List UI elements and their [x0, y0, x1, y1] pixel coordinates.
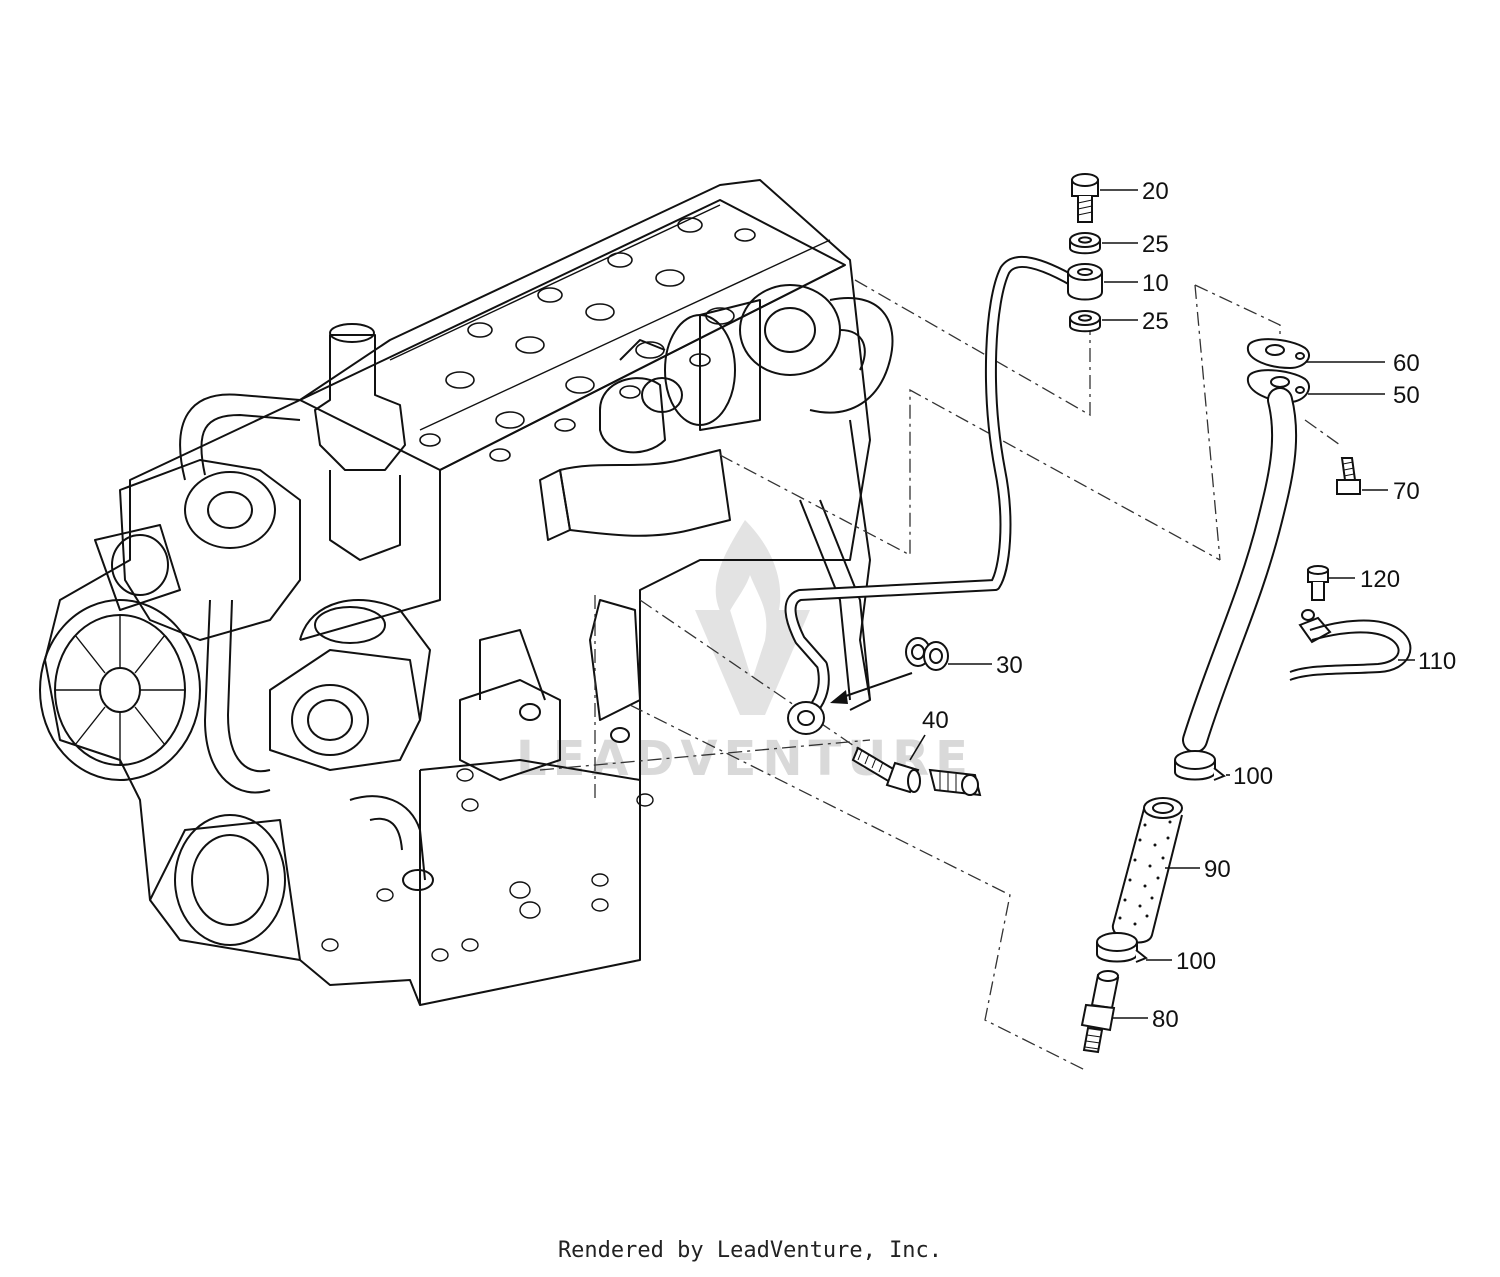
assembly-dashed-lines — [539, 279, 1341, 1071]
part-70-bolt — [1336, 457, 1361, 495]
callout-25-upper: 25 — [1142, 231, 1169, 258]
oil-pressure-switch — [928, 768, 982, 797]
part-30-washers — [905, 637, 949, 671]
watermark-v-icon — [695, 610, 810, 715]
part-120-screw — [1307, 565, 1329, 601]
callout-labels: 20 25 10 25 60 50 70 120 110 30 40 100 9… — [922, 178, 1456, 1033]
callout-40: 40 — [922, 707, 949, 734]
part-40-banjo-bolt — [851, 746, 921, 794]
callout-25-lower: 25 — [1142, 308, 1169, 335]
callout-leaders — [909, 189, 1415, 1019]
callout-100-upper: 100 — [1233, 763, 1273, 790]
callout-80: 80 — [1152, 1006, 1179, 1033]
banjo-fitting-lower — [787, 701, 825, 735]
part-60-gasket — [1246, 338, 1310, 370]
callout-10: 10 — [1142, 270, 1169, 297]
engine-block — [39, 179, 894, 1006]
arrow-30-to-banjo — [830, 672, 913, 704]
part-110-clamp — [1289, 609, 1412, 681]
callout-120: 120 — [1360, 566, 1400, 593]
callout-50: 50 — [1393, 382, 1420, 409]
part-25-washer-upper — [1069, 232, 1101, 255]
watermark-flame-icon — [715, 520, 781, 640]
callout-110: 110 — [1418, 648, 1456, 675]
oil-return-pipe — [1182, 387, 1298, 753]
callout-30: 30 — [996, 652, 1023, 679]
part-90-hose — [1111, 797, 1183, 944]
oil-supply-pipe — [784, 255, 1081, 721]
callout-70: 70 — [1393, 478, 1420, 505]
part-50-flange — [1246, 369, 1310, 404]
callout-100-lower: 100 — [1176, 948, 1216, 975]
callout-60: 60 — [1393, 350, 1420, 377]
part-25-washer-lower — [1069, 310, 1101, 333]
banjo-fitting-10 — [1067, 263, 1103, 301]
callout-20: 20 — [1142, 178, 1169, 205]
callout-90: 90 — [1204, 856, 1231, 883]
footer-credit: Rendered by LeadVenture, Inc. — [557, 1238, 943, 1263]
part-20-bolt — [1071, 173, 1099, 223]
part-100-clamp-lower — [1096, 932, 1148, 963]
part-80-fitting — [1080, 970, 1120, 1054]
part-100-clamp-upper — [1174, 750, 1226, 781]
